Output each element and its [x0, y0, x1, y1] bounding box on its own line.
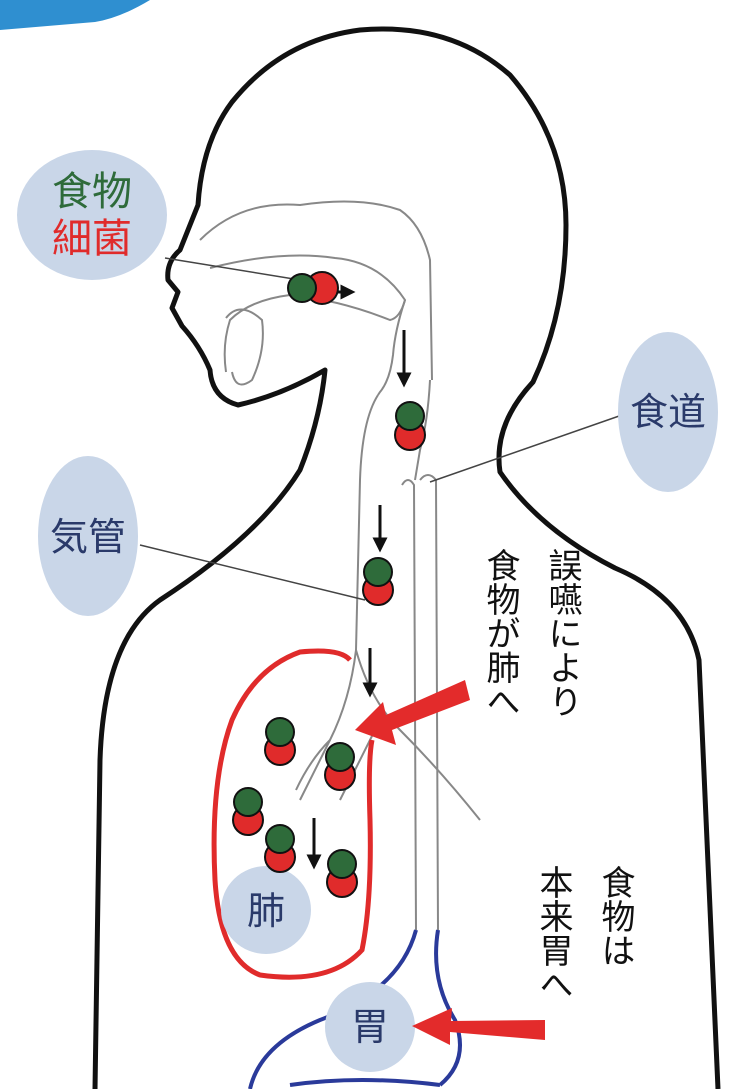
label-stomach: 胃 [351, 1005, 389, 1049]
lung-outline [211, 648, 375, 980]
caption-normal-2: 本来胃へ [533, 865, 573, 1001]
label-bacteria: 細菌 [52, 216, 132, 262]
leader-esophagus [429, 414, 623, 483]
caption-normal-1: 食物は [595, 865, 635, 967]
label-lung: 肺 [247, 889, 285, 933]
particle-lung-1 [264, 717, 296, 766]
leader-bacteria [164, 257, 301, 281]
stomach-outline [248, 929, 462, 1089]
bubble-trachea [38, 456, 138, 616]
particle-lung-2 [324, 742, 356, 791]
palate-line [209, 254, 407, 373]
body-silhouette [92, 26, 721, 1089]
label-food: 食物 [52, 169, 132, 215]
caption-aspiration-2: 食物が肺へ [480, 548, 520, 718]
arrow-to-stomach [412, 1008, 545, 1045]
particle-lung-5 [326, 849, 358, 898]
particles [232, 271, 426, 898]
black-arrows [306, 284, 412, 870]
stomach-bottom [289, 1078, 441, 1087]
arrow-to-lung [355, 680, 470, 745]
particle-lung-4 [264, 824, 296, 873]
label-esophagus: 食道 [630, 390, 706, 434]
corner-tab [0, 0, 150, 30]
pharynx-wall [377, 299, 406, 396]
leader-trachea [139, 544, 366, 601]
bubble-lung [221, 866, 311, 954]
bronchi [295, 649, 481, 821]
nasal-cavity [199, 200, 433, 381]
particle-mouth [287, 271, 339, 305]
label-trachea: 気管 [50, 515, 126, 559]
bubble-food [17, 150, 167, 280]
tongue-outline [225, 308, 264, 386]
red-arrows [355, 680, 545, 1045]
caption-aspiration-1: 誤嚥により [542, 548, 582, 718]
bubble-esophagus [618, 332, 718, 492]
bubble-stomach [325, 982, 415, 1072]
trachea-tube [355, 379, 431, 651]
particle-lung-3 [232, 787, 264, 836]
particle-trachea [362, 557, 394, 606]
particle-pharynx [394, 401, 426, 451]
